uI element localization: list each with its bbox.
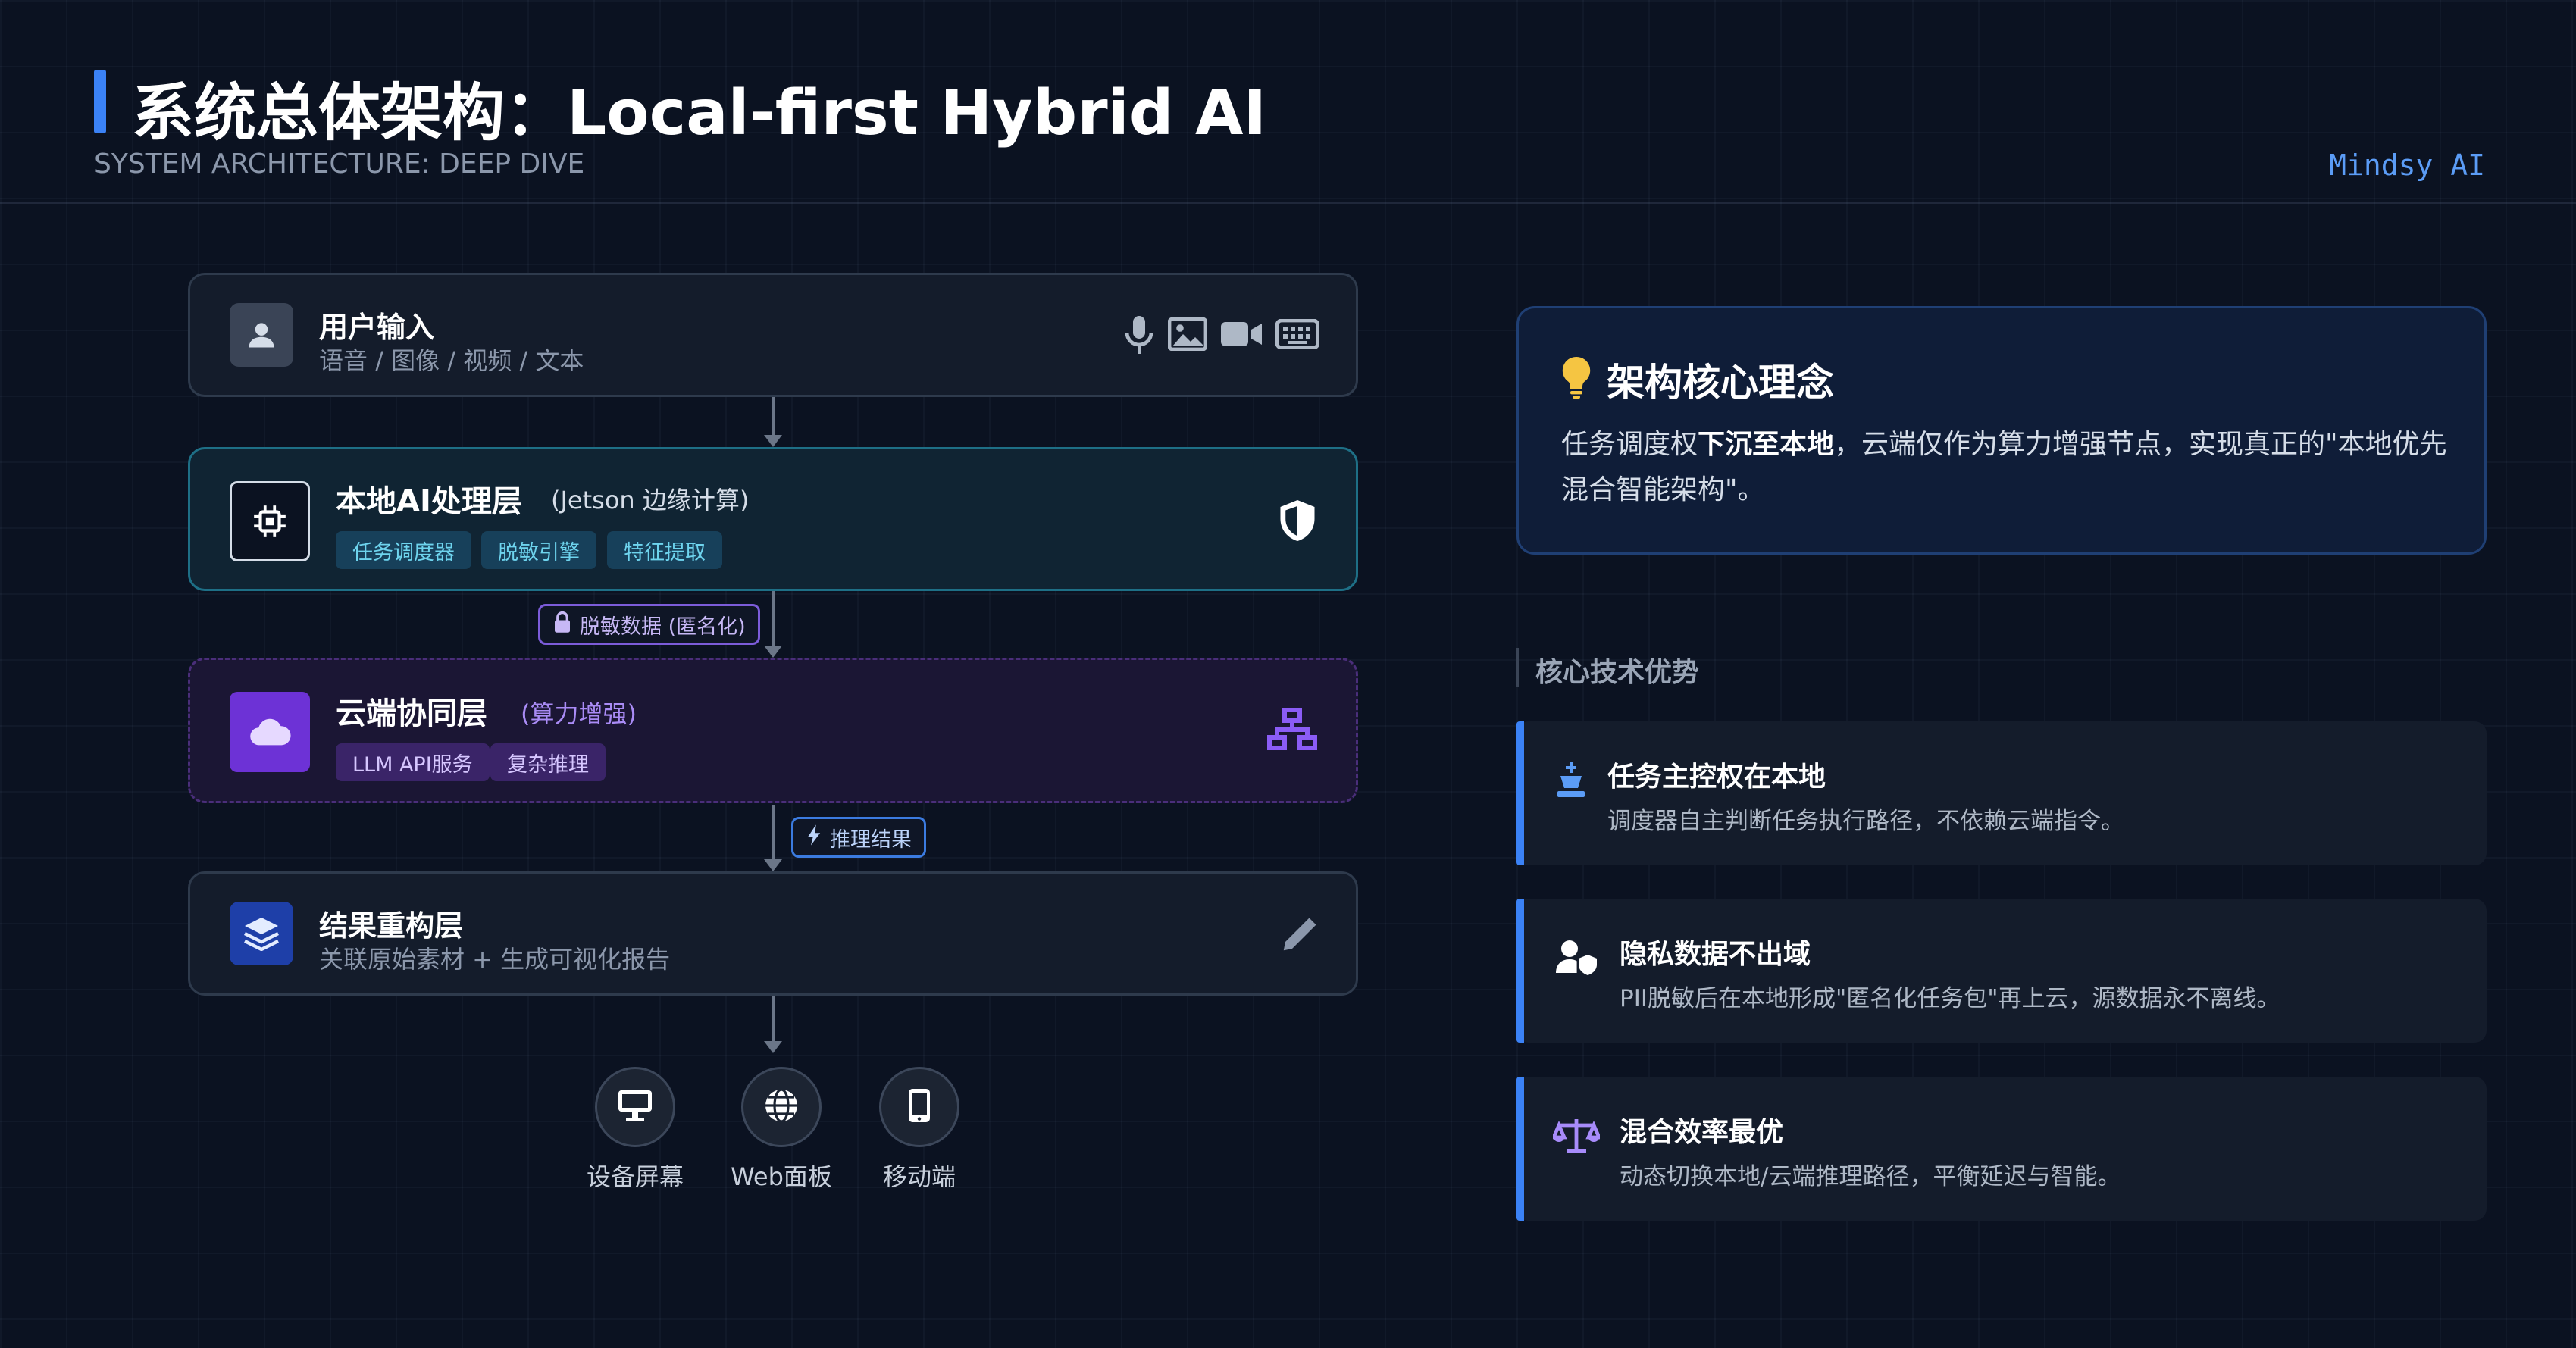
core-philosophy-text: 任务调度权下沉至本地，云端仅作为算力增强节点，实现真正的"本地优先混合智能架构"… bbox=[1561, 422, 2448, 513]
user-input-subtitle: 语音 / 图像 / 视频 / 文本 bbox=[319, 346, 584, 375]
output-device-screen bbox=[595, 1067, 675, 1147]
tag-feature-extraction: 特征提取 bbox=[607, 531, 722, 569]
cloud-collab-title: 云端协同层 bbox=[336, 696, 487, 731]
core-text-emphasis: 下沉至本地 bbox=[1698, 429, 1835, 460]
advantage-card-efficiency: 混合效率最优 动态切换本地/云端推理路径，平衡延迟与智能。 bbox=[1516, 1077, 2487, 1221]
advantage-card-local-control: 任务主控权在本地 调度器自主判断任务执行路径，不依赖云端指令。 bbox=[1516, 721, 2487, 865]
output-mobile-label: 移动端 bbox=[882, 1162, 956, 1191]
network-icon bbox=[1266, 707, 1318, 755]
user-input-title: 用户输入 bbox=[319, 311, 435, 344]
local-ai-card: 本地AI处理层 (Jetson 边缘计算) 任务调度器 脱敏引擎 特征提取 bbox=[188, 447, 1358, 591]
user-input-card: 用户输入 语音 / 图像 / 视频 / 文本 bbox=[188, 273, 1358, 397]
flow-arrowhead-1 bbox=[764, 435, 782, 447]
image-icon bbox=[1167, 317, 1208, 354]
user-shield-icon bbox=[1554, 938, 1600, 979]
tag-anonymization-engine: 脱敏引擎 bbox=[481, 531, 596, 569]
header-divider bbox=[0, 202, 2576, 204]
cloud-collab-card: 云端协同层 (算力增强) LLM API服务 复杂推理 bbox=[188, 658, 1358, 803]
inference-result-chip: 推理结果 bbox=[791, 817, 926, 858]
core-text-part2: ，云端仅作为算力增强节点，实现真正的"本地优先混合智能架构"。 bbox=[1561, 429, 2447, 505]
output-device-screen-label: 设备屏幕 bbox=[586, 1162, 684, 1191]
output-web-panel bbox=[741, 1067, 822, 1147]
chip-icon bbox=[230, 481, 310, 561]
result-reconstruct-card: 结果重构层 关联原始素材 + 生成可视化报告 bbox=[188, 871, 1358, 996]
layers-icon bbox=[230, 902, 293, 965]
inference-result-label: 推理结果 bbox=[830, 827, 912, 852]
anonymized-data-label: 脱敏数据 (匿名化) bbox=[580, 615, 746, 639]
core-philosophy-title: 架构核心理念 bbox=[1607, 361, 1834, 405]
balance-scale-icon bbox=[1551, 1116, 1602, 1157]
local-ai-title: 本地AI处理层 bbox=[336, 484, 522, 519]
flow-arrowhead-3 bbox=[764, 859, 782, 871]
core-philosophy-card: 架构核心理念 任务调度权下沉至本地，云端仅作为算力增强节点，实现真正的"本地优先… bbox=[1516, 306, 2487, 555]
video-camera-icon bbox=[1219, 319, 1263, 352]
cloud-collab-note: (算力增强) bbox=[521, 699, 637, 728]
title-accent-bar bbox=[94, 70, 106, 133]
lightning-icon bbox=[806, 824, 822, 852]
local-ai-note: (Jetson 边缘计算) bbox=[551, 486, 750, 514]
microphone-icon bbox=[1124, 314, 1154, 360]
flow-arrowhead-2 bbox=[764, 646, 782, 658]
lock-icon bbox=[552, 611, 572, 639]
flow-arrow-3 bbox=[772, 805, 775, 862]
flow-arrow-2 bbox=[772, 591, 775, 649]
shield-icon bbox=[1277, 498, 1318, 546]
lightbulb-icon bbox=[1560, 355, 1593, 402]
tag-task-scheduler: 任务调度器 bbox=[336, 531, 471, 569]
cloud-icon bbox=[230, 692, 310, 772]
keyboard-icon bbox=[1275, 318, 1320, 352]
advantage-card-privacy: 隐私数据不出域 PII脱敏后在本地形成"匿名化任务包"再上云，源数据永不离线。 bbox=[1516, 899, 2487, 1043]
advantage-accent bbox=[1516, 721, 1524, 865]
pen-icon bbox=[1279, 915, 1319, 959]
advantage-title-efficiency: 混合效率最优 bbox=[1620, 1117, 1784, 1148]
flow-arrow-1 bbox=[772, 397, 775, 438]
result-subtitle: 关联原始素材 + 生成可视化报告 bbox=[319, 945, 671, 974]
advantage-accent bbox=[1516, 899, 1524, 1043]
advantage-desc-local-control: 调度器自主判断任务执行路径，不依赖云端指令。 bbox=[1607, 808, 2124, 835]
advantage-title-privacy: 隐私数据不出域 bbox=[1620, 939, 1811, 970]
advantage-desc-privacy: PII脱敏后在本地形成"匿名化任务包"再上云，源数据永不离线。 bbox=[1620, 985, 2280, 1012]
advantage-desc-efficiency: 动态切换本地/云端推理路径，平衡延迟与智能。 bbox=[1620, 1163, 2121, 1190]
output-mobile bbox=[879, 1067, 959, 1147]
output-web-panel-label: Web面板 bbox=[731, 1162, 832, 1191]
advantages-heading-bar bbox=[1516, 648, 1519, 687]
tag-complex-reasoning: 复杂推理 bbox=[490, 743, 606, 781]
brand-label: Mindsy AI bbox=[2329, 149, 2485, 182]
core-text-part1: 任务调度权 bbox=[1561, 429, 1698, 460]
page-subtitle: SYSTEM ARCHITECTURE: DEEP DIVE bbox=[94, 149, 585, 180]
chess-king-icon bbox=[1554, 761, 1588, 802]
advantage-accent bbox=[1516, 1077, 1524, 1221]
globe-icon bbox=[763, 1087, 800, 1127]
user-icon bbox=[230, 303, 293, 367]
flow-arrow-4 bbox=[772, 996, 775, 1044]
anonymized-data-chip: 脱敏数据 (匿名化) bbox=[538, 604, 760, 645]
advantage-title-local-control: 任务主控权在本地 bbox=[1607, 762, 1826, 793]
monitor-icon bbox=[617, 1089, 653, 1125]
page-title: 系统总体架构：Local-first Hybrid AI bbox=[132, 77, 1266, 149]
tag-llm-api: LLM API服务 bbox=[336, 743, 490, 781]
advantages-heading: 核心技术优势 bbox=[1535, 657, 1700, 688]
mobile-phone-icon bbox=[907, 1087, 931, 1127]
flow-arrowhead-4 bbox=[764, 1041, 782, 1053]
result-title: 结果重构层 bbox=[319, 909, 464, 943]
